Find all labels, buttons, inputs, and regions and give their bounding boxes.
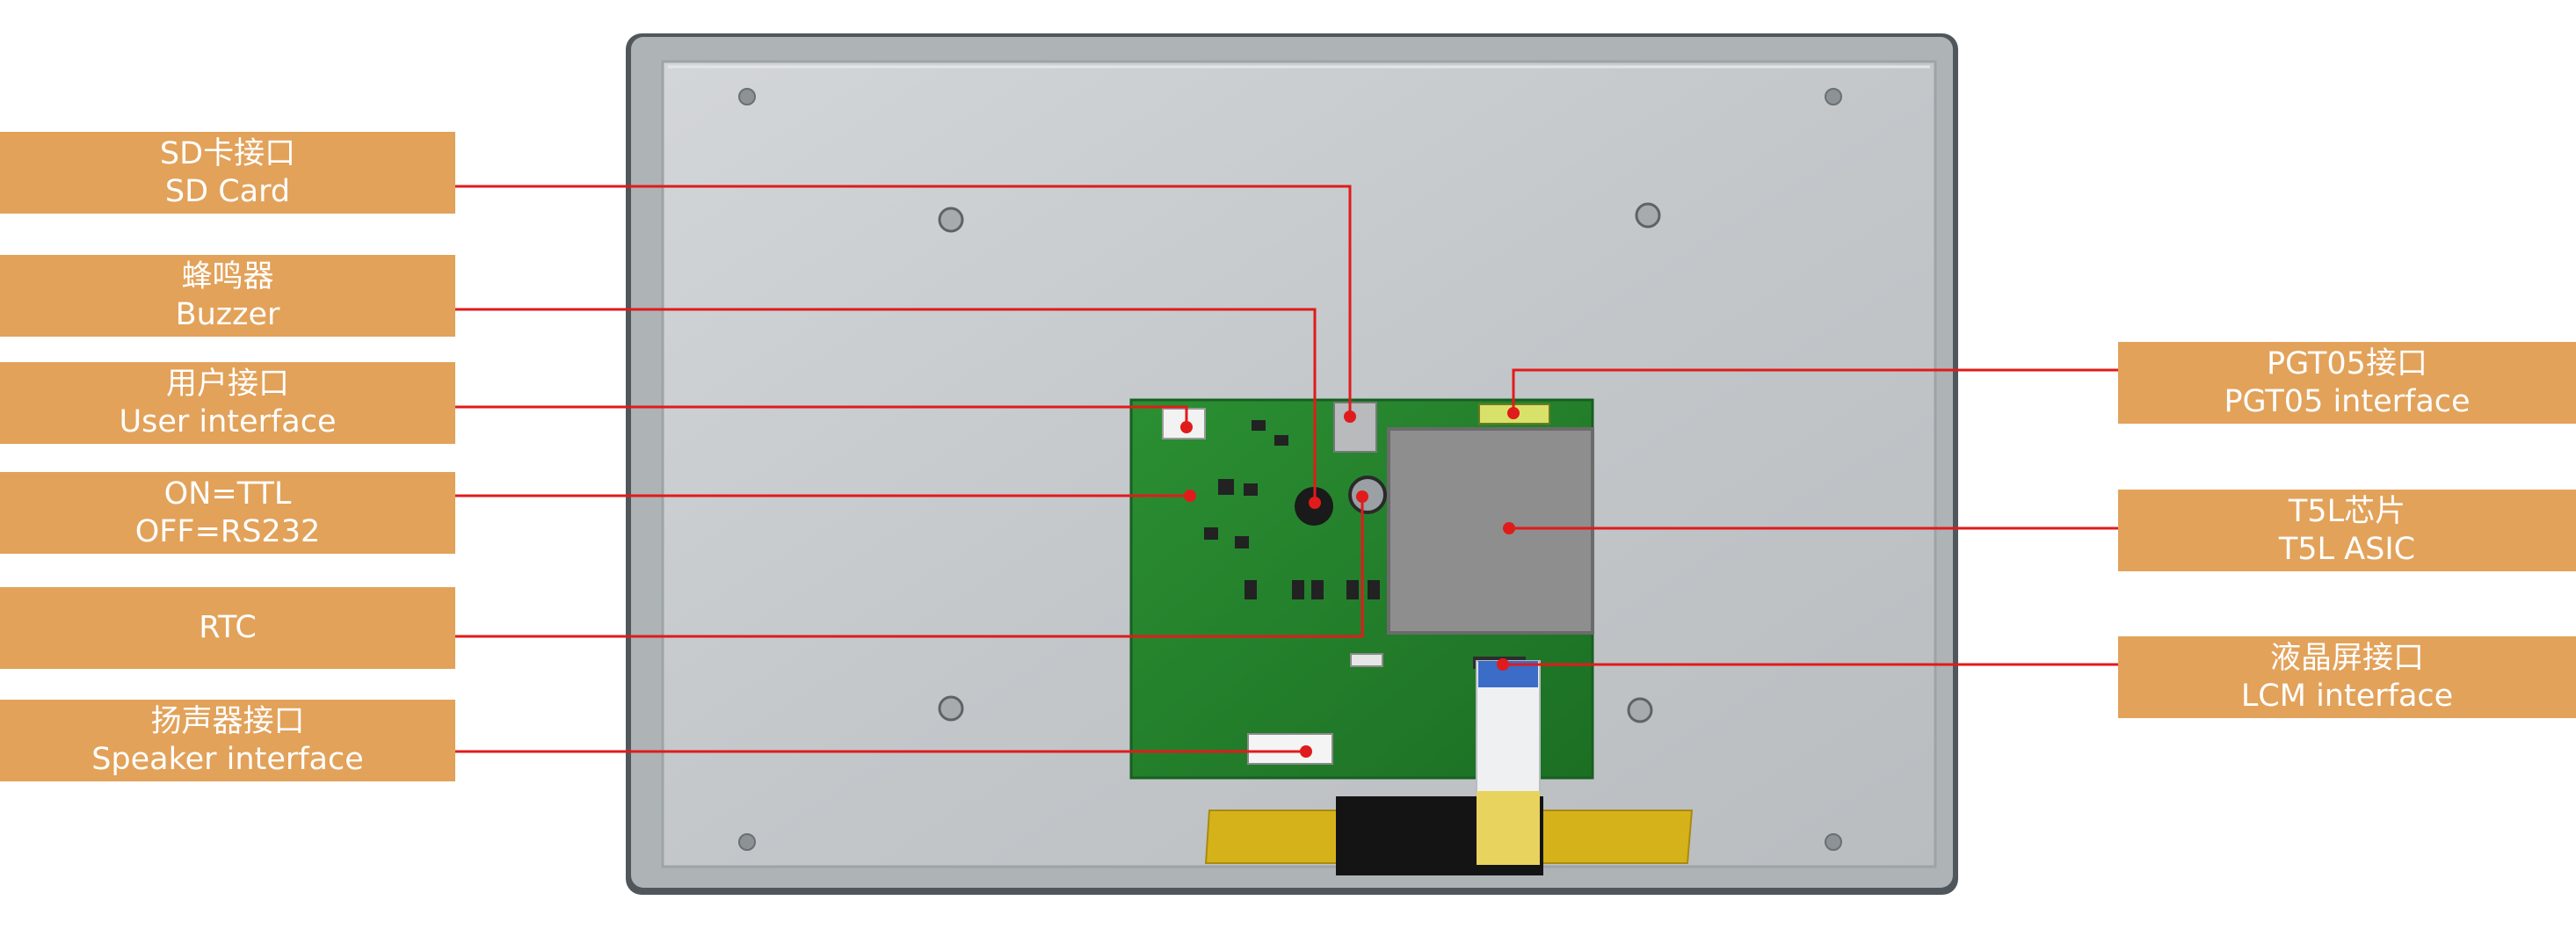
screw	[738, 833, 756, 851]
sd-card-slot	[1333, 402, 1377, 453]
callout-lines	[455, 185, 2118, 758]
lcm-ribbon	[1204, 660, 1694, 875]
t5l-chip-shield	[1387, 427, 1594, 635]
label-cn: 用户接口	[165, 366, 289, 402]
label-en: Speaker interface	[91, 741, 364, 777]
label-cn: 扬声器接口	[150, 703, 305, 739]
label-lcm: 液晶屏接口 LCM interface	[2118, 636, 2576, 718]
callout-sd-card	[455, 185, 1352, 417]
callout-buzzer-dot	[1309, 497, 1321, 509]
label-cn: RTC	[199, 610, 257, 645]
callout-pgt05	[1512, 368, 2118, 413]
label-en: LCM interface	[2240, 678, 2454, 714]
label-cn: ON=TTL	[163, 476, 292, 512]
standoff	[938, 207, 964, 233]
callout-ttl-rs232-dot	[1184, 490, 1196, 502]
callout-sd-card-dot	[1344, 410, 1356, 423]
label-rtc: RTC	[0, 587, 455, 669]
label-ttl-rs232: ON=TTL OFF=RS232	[0, 472, 455, 554]
label-sd-card: SD卡接口 SD Card	[0, 132, 455, 214]
callout-user-interface	[455, 405, 1188, 427]
label-en: User interface	[119, 403, 337, 439]
label-speaker: 扬声器接口 Speaker interface	[0, 700, 455, 781]
callout-rtc	[455, 497, 1364, 638]
label-cn: T5L芯片	[2288, 493, 2406, 529]
standoff	[938, 695, 964, 722]
rtc-connector	[1350, 653, 1383, 667]
label-pgt05: PGT05接口 PGT05 interface	[2118, 342, 2576, 424]
label-en: T5L ASIC	[2278, 531, 2416, 567]
callout-t5l-dot	[1503, 522, 1515, 534]
screw	[738, 88, 756, 105]
label-cn: PGT05接口	[2267, 345, 2427, 381]
callout-lcm-dot	[1497, 658, 1509, 671]
screw	[1825, 88, 1842, 105]
label-cn: 蜂鸣器	[181, 258, 274, 294]
callout-rtc-dot	[1356, 490, 1368, 503]
label-buzzer: 蜂鸣器 Buzzer	[0, 255, 455, 337]
callout-pgt05-dot	[1507, 407, 1520, 419]
screw	[1825, 833, 1842, 851]
label-en: Buzzer	[175, 296, 280, 332]
callout-speaker-dot	[1300, 745, 1312, 758]
label-cn: SD卡接口	[159, 135, 296, 171]
label-t5l: T5L芯片 T5L ASIC	[2118, 490, 2576, 571]
label-en: SD Card	[164, 173, 291, 209]
standoff	[1635, 202, 1661, 229]
label-en: PGT05 interface	[2224, 383, 2471, 419]
label-user-interface: 用户接口 User interface	[0, 362, 455, 444]
standoff	[1627, 697, 1653, 723]
callout-user-interface-dot	[1180, 421, 1193, 433]
callout-buzzer	[455, 308, 1317, 503]
speaker-connector	[1247, 733, 1333, 765]
label-cn: 液晶屏接口	[2269, 640, 2424, 676]
label-en: OFF=RS232	[134, 513, 321, 549]
